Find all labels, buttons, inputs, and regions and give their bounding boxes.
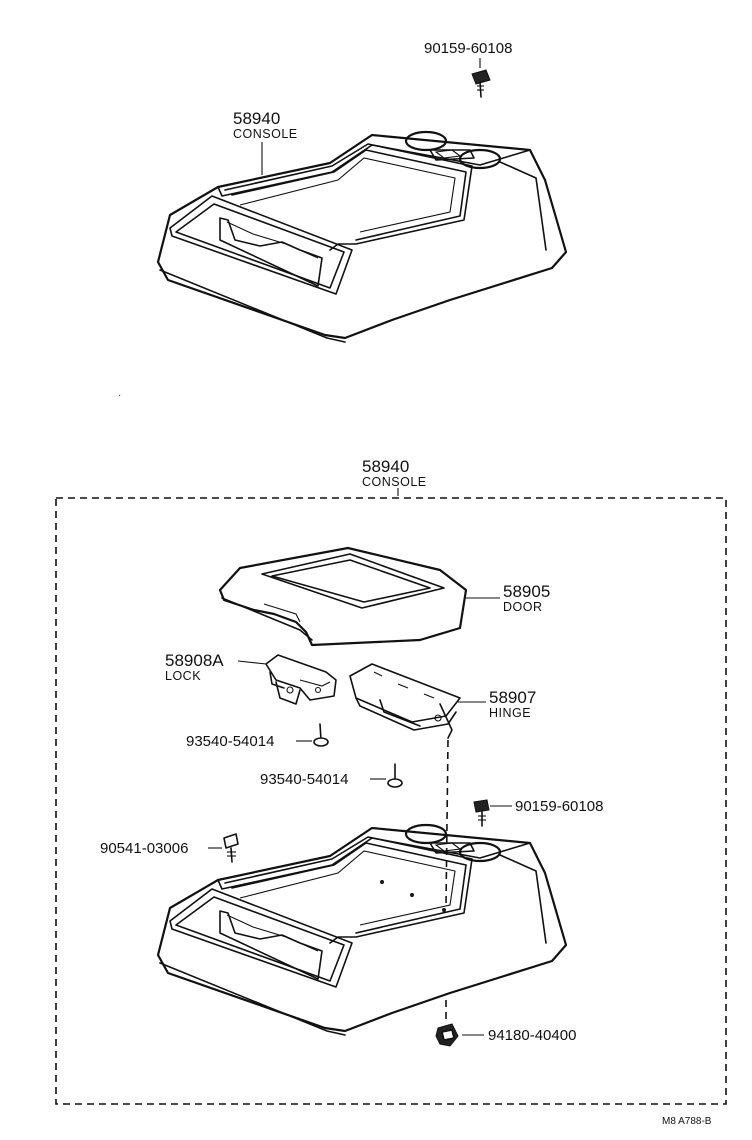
top-console-illustration [156,130,568,343]
lock-part-no: 58908A [165,651,224,670]
screw-b [387,763,403,788]
screw-a [313,723,329,747]
top-screw-part-no: 90159-60108 [424,40,512,57]
screw-d [223,833,239,863]
clip-illustration [435,1023,459,1047]
door-name: DOOR [503,600,543,614]
assembly-boundary [55,497,727,1105]
figure-ref-code: M8 A788-B [662,1116,712,1127]
lock-name: LOCK [165,669,201,683]
clip-part-no: 94180-40400 [488,1027,576,1044]
alignment-line [445,739,449,906]
hinge-part-no: 58907 [489,688,536,707]
assembly-console-illustration [156,823,568,1036]
stray-dot: · [118,390,121,401]
door-illustration [218,546,468,647]
screw-c-part-no: 90159-60108 [515,798,603,815]
assy-console-part-no: 58940 [362,457,409,476]
top-console-part-no: 58940 [233,109,280,128]
hinge-illustration [349,663,461,739]
screw-b-part-no: 93540-54014 [260,771,348,788]
lock-illustration [265,654,337,705]
top-console-name: CONSOLE [233,127,298,141]
hinge-name: HINGE [489,706,531,720]
door-part-no: 58905 [503,582,550,601]
screw-d-part-no: 90541-03006 [100,840,188,857]
top-screw [471,69,491,98]
screw-c [473,799,490,827]
assy-console-name: CONSOLE [362,475,427,489]
screw-a-part-no: 93540-54014 [186,733,274,750]
